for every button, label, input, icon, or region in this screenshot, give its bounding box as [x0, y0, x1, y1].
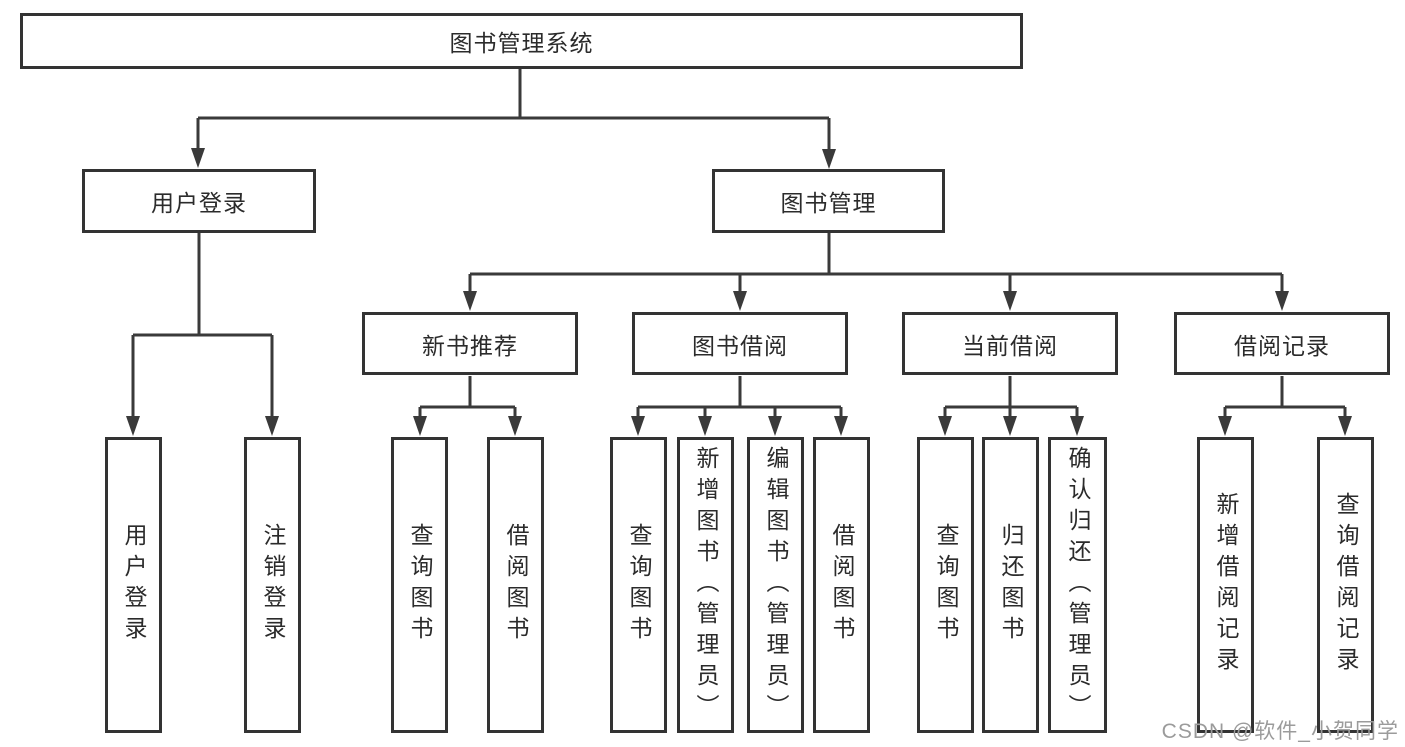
leaf-label: 注销登录	[260, 523, 286, 647]
leaf-label: 借阅图书	[503, 523, 529, 647]
node-leaf-logout: 注销登录	[244, 437, 301, 733]
arrowhead-icon	[191, 148, 205, 168]
node-book-borrow: 图书借阅	[632, 312, 848, 375]
leaf-label: 编辑图书（管理员）	[763, 445, 789, 725]
arrowhead-icon	[1338, 416, 1352, 436]
arrowhead-icon	[265, 416, 279, 436]
arrowhead-icon	[1003, 291, 1017, 311]
node-user-login-branch: 用户登录	[82, 169, 316, 233]
node-borrow-records: 借阅记录	[1174, 312, 1390, 375]
arrowhead-icon	[631, 416, 645, 436]
leaf-label: 归还图书	[998, 523, 1024, 647]
node-new-book-recommend: 新书推荐	[362, 312, 578, 375]
node-leaf-query-books-borrow: 查询图书	[610, 437, 667, 733]
node-current-borrow: 当前借阅	[902, 312, 1118, 375]
arrowhead-icon	[413, 416, 427, 436]
arrowhead-icon	[698, 416, 712, 436]
arrowhead-icon	[463, 291, 477, 311]
arrowhead-icon	[768, 416, 782, 436]
leaf-label: 借阅图书	[829, 523, 855, 647]
arrowhead-icon	[1218, 416, 1232, 436]
leaf-label: 查询图书	[407, 523, 433, 647]
node-leaf-return-books: 归还图书	[982, 437, 1039, 733]
node-leaf-confirm-return-admin: 确认归还（管理员）	[1048, 437, 1107, 733]
node-leaf-add-borrow-record: 新增借阅记录	[1197, 437, 1254, 733]
node-leaf-query-borrow-record: 查询借阅记录	[1317, 437, 1374, 733]
arrowhead-icon	[938, 416, 952, 436]
arrowhead-icon	[126, 416, 140, 436]
csdn-watermark: CSDN @软件_小贺同学	[1161, 720, 1399, 743]
node-leaf-add-books-admin: 新增图书（管理员）	[677, 437, 734, 733]
node-leaf-edit-books-admin: 编辑图书（管理员）	[747, 437, 804, 733]
node-leaf-borrow-books-recommend: 借阅图书	[487, 437, 544, 733]
arrowhead-icon	[1070, 416, 1084, 436]
node-leaf-borrow-books: 借阅图书	[813, 437, 870, 733]
leaf-label: 确认归还（管理员）	[1065, 445, 1091, 725]
node-leaf-query-books-current: 查询图书	[917, 437, 974, 733]
arrowhead-icon	[834, 416, 848, 436]
arrowhead-icon	[733, 291, 747, 311]
leaf-label: 新增图书（管理员）	[693, 445, 719, 725]
node-book-management-branch: 图书管理	[712, 169, 945, 233]
leaf-label: 新增借阅记录	[1213, 492, 1239, 678]
leaf-label: 查询图书	[933, 523, 959, 647]
arrowhead-icon	[1275, 291, 1289, 311]
leaf-label: 用户登录	[121, 523, 147, 647]
leaf-label: 查询借阅记录	[1333, 492, 1359, 678]
arrowhead-icon	[1003, 416, 1017, 436]
leaf-label: 查询图书	[626, 523, 652, 647]
arrowhead-icon	[508, 416, 522, 436]
arrowhead-icon	[822, 149, 836, 169]
node-leaf-user-login: 用户登录	[105, 437, 162, 733]
node-leaf-query-books-recommend: 查询图书	[391, 437, 448, 733]
node-library-management-system: 图书管理系统	[20, 13, 1023, 69]
